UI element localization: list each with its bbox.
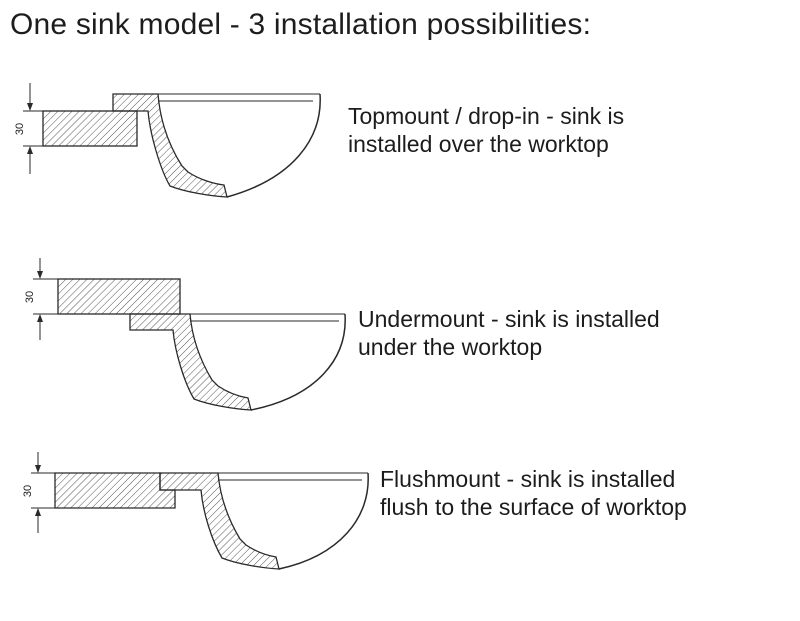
- flushmount-section-svg: 30: [22, 452, 369, 570]
- row-topmount: 30 Topmount / drop-in - sink is installe…: [10, 74, 800, 209]
- page-title: One sink model - 3 installation possibil…: [10, 8, 592, 41]
- undermount-label: Undermount - sink is installed under the…: [350, 257, 660, 361]
- bowl-arc: [226, 93, 321, 198]
- flushmount-drawing: 30: [10, 441, 372, 601]
- sink-wall-section: [159, 472, 280, 570]
- dimension-30: 30: [14, 83, 43, 174]
- worktop-section: [42, 110, 138, 147]
- row-flushmount: 30 Flushmount - sink is installed flush …: [10, 441, 800, 601]
- dimension-30: 30: [24, 258, 58, 340]
- sink-wall-section: [129, 313, 252, 411]
- flushmount-label-line1: Flushmount - sink is installed: [380, 466, 676, 492]
- topmount-label-line1: Topmount / drop-in - sink is: [348, 103, 625, 129]
- dimension-label: 30: [24, 291, 36, 303]
- dimension-label: 30: [14, 123, 26, 135]
- undermount-section-svg: 30: [24, 258, 346, 411]
- undermount-drawing: 30: [10, 257, 350, 417]
- bowl-arc: [278, 472, 369, 570]
- bowl-arc: [250, 313, 346, 411]
- worktop-section: [57, 278, 181, 315]
- topmount-drawing: 30: [10, 74, 340, 209]
- topmount-label: Topmount / drop-in - sink is installed o…: [340, 74, 624, 158]
- flushmount-label-line2: flush to the surface of worktop: [380, 494, 687, 521]
- undermount-label-line1: Undermount - sink is installed: [358, 306, 660, 332]
- row-undermount: 30 Undermount - sink is installed under …: [10, 257, 800, 417]
- diagram-page: One sink model - 3 installation possibil…: [10, 8, 800, 601]
- topmount-section-svg: 30: [14, 83, 321, 198]
- dimension-label: 30: [22, 485, 34, 497]
- undermount-label-line2: under the worktop: [358, 334, 543, 361]
- topmount-label-line2: installed over the worktop: [348, 131, 609, 158]
- sink-wall-section: [112, 93, 228, 198]
- flushmount-label: Flushmount - sink is installed flush to …: [372, 441, 687, 521]
- worktop-section: [54, 472, 176, 509]
- dimension-30: 30: [22, 452, 55, 533]
